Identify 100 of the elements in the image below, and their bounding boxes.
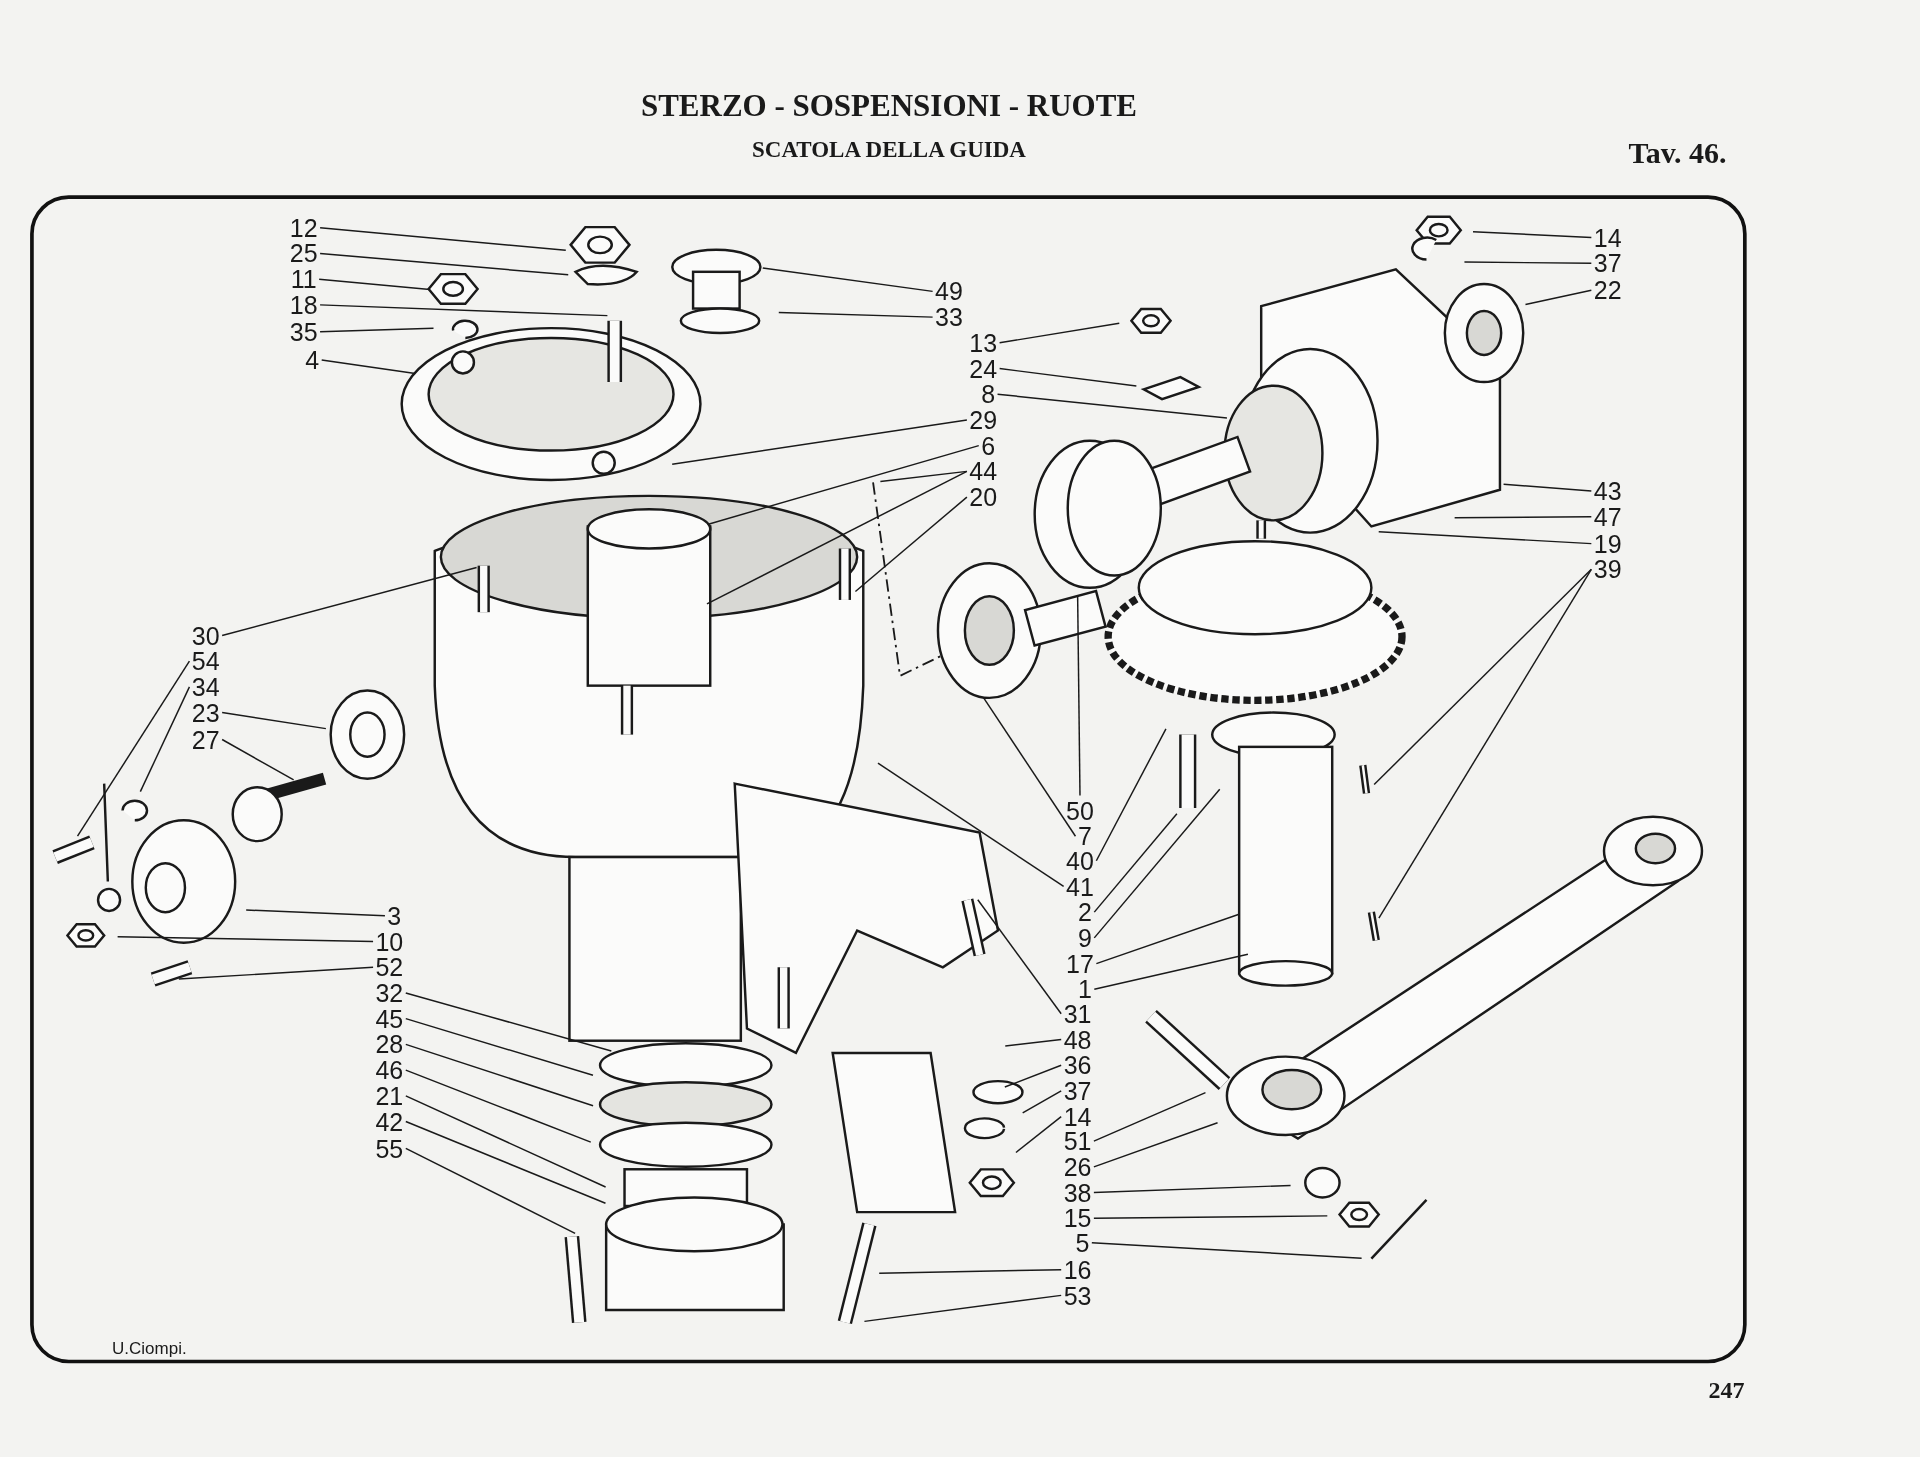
callout-number: 26 xyxy=(1063,1154,1092,1180)
leader-line xyxy=(405,1069,592,1143)
leader-line xyxy=(1095,728,1167,862)
callout-number: 42 xyxy=(375,1109,404,1135)
callout-number: 19 xyxy=(1593,531,1622,557)
callout-number: 7 xyxy=(1077,823,1092,849)
leader-line xyxy=(762,267,934,293)
callout-number: 48 xyxy=(1063,1027,1092,1053)
callout-number: 18 xyxy=(289,292,318,318)
callout-number: 43 xyxy=(1593,478,1622,504)
leader-line xyxy=(1524,289,1593,306)
callout-number: 25 xyxy=(289,240,318,266)
leader-line xyxy=(1093,812,1178,913)
leader-line xyxy=(1091,1242,1363,1259)
section-subtitle: SCATOLA DELLA GUIDA xyxy=(752,137,1026,161)
leader-line xyxy=(1004,1038,1062,1047)
leader-line xyxy=(221,738,295,781)
leader-line xyxy=(245,909,386,917)
callout-number: 44 xyxy=(969,458,998,484)
leader-line xyxy=(1093,788,1221,939)
leader-line xyxy=(318,278,431,291)
page-title: STERZO - SOSPENSIONI - RUOTE xyxy=(640,89,1138,121)
leader-line xyxy=(405,1017,594,1077)
leader-line xyxy=(1378,531,1593,545)
plate-number: Tav. 46. xyxy=(1628,138,1727,169)
callout-number: 34 xyxy=(191,674,220,700)
leader-line xyxy=(671,419,968,465)
callout-number: 21 xyxy=(375,1083,404,1109)
leader-line xyxy=(998,322,1120,344)
leader-line xyxy=(998,367,1138,387)
callout-number: 17 xyxy=(1066,951,1094,977)
callout-number: 11 xyxy=(290,266,317,292)
callout-number: 2 xyxy=(1077,899,1092,925)
callout-number: 16 xyxy=(1063,1257,1092,1283)
callout-number: 3 xyxy=(387,903,402,929)
callout-number: 54 xyxy=(191,648,220,674)
leader-line xyxy=(706,444,980,526)
callout-number: 38 xyxy=(1063,1180,1092,1206)
leader-line xyxy=(1502,483,1593,492)
leader-line xyxy=(319,304,609,317)
callout-number: 31 xyxy=(1063,1001,1092,1027)
callout-number: 30 xyxy=(191,623,220,648)
callout-number: 35 xyxy=(289,319,318,345)
callout-number: 14 xyxy=(1593,225,1622,251)
callout-number: 12 xyxy=(289,215,318,241)
leader-line xyxy=(320,359,416,375)
callout-number: 49 xyxy=(935,278,963,304)
callout-number: 13 xyxy=(969,330,998,356)
leader-line xyxy=(76,660,191,837)
callout-number: 22 xyxy=(1593,277,1622,303)
callout-number: 37 xyxy=(1593,250,1622,276)
callout-number: 5 xyxy=(1075,1230,1090,1256)
leader-line xyxy=(1015,1115,1062,1154)
leader-line xyxy=(1021,1090,1062,1114)
leader-line xyxy=(319,227,567,252)
callout-number: 52 xyxy=(375,954,404,980)
leader-line xyxy=(1093,1122,1219,1168)
callout-number: 14 xyxy=(1063,1104,1092,1130)
callout-number: 33 xyxy=(935,304,963,330)
callout-number: 39 xyxy=(1593,556,1622,582)
leader-line xyxy=(863,1294,1062,1323)
callout-number: 41 xyxy=(1066,874,1094,899)
leader-line xyxy=(405,1120,607,1204)
leader-line xyxy=(706,470,968,605)
callout-number: 53 xyxy=(1063,1283,1092,1308)
callout-number: 10 xyxy=(375,929,404,955)
leader-line xyxy=(1093,1091,1207,1142)
callout-number: 20 xyxy=(969,484,998,510)
callout-number: 28 xyxy=(375,1032,404,1057)
leader-line xyxy=(778,311,934,318)
leader-line xyxy=(1093,1184,1292,1194)
callout-number: 27 xyxy=(191,727,220,753)
callout-number: 15 xyxy=(1063,1205,1092,1231)
callout-number: 6 xyxy=(981,433,996,459)
callout-number: 45 xyxy=(375,1006,404,1032)
leader-line xyxy=(116,936,374,943)
leader-line xyxy=(405,1095,607,1188)
leader-line xyxy=(1093,953,1249,990)
callout-number: 36 xyxy=(1063,1052,1092,1078)
callout-number: 9 xyxy=(1077,925,1092,951)
leader-line xyxy=(405,1147,576,1235)
leader-line xyxy=(405,1043,594,1107)
leader-line xyxy=(877,762,1065,888)
leader-line xyxy=(878,1268,1062,1274)
leader-line xyxy=(982,697,1077,837)
leader-line xyxy=(879,470,968,483)
artist-signature: U.Ciompi. xyxy=(112,1339,187,1357)
callout-number: 23 xyxy=(191,700,220,726)
leader-line xyxy=(1373,568,1593,786)
callout-number: 4 xyxy=(305,347,320,373)
leader-line xyxy=(1378,568,1593,919)
leader-line xyxy=(977,899,1062,1015)
callout-number: 29 xyxy=(969,407,998,433)
callout-number: 51 xyxy=(1063,1128,1092,1154)
page-number: 247 xyxy=(1708,1377,1745,1402)
callout-number: 46 xyxy=(375,1057,404,1083)
leader-line xyxy=(221,711,327,730)
leader-line xyxy=(854,496,968,593)
leader-line xyxy=(1453,515,1593,519)
leader-line xyxy=(178,966,374,980)
